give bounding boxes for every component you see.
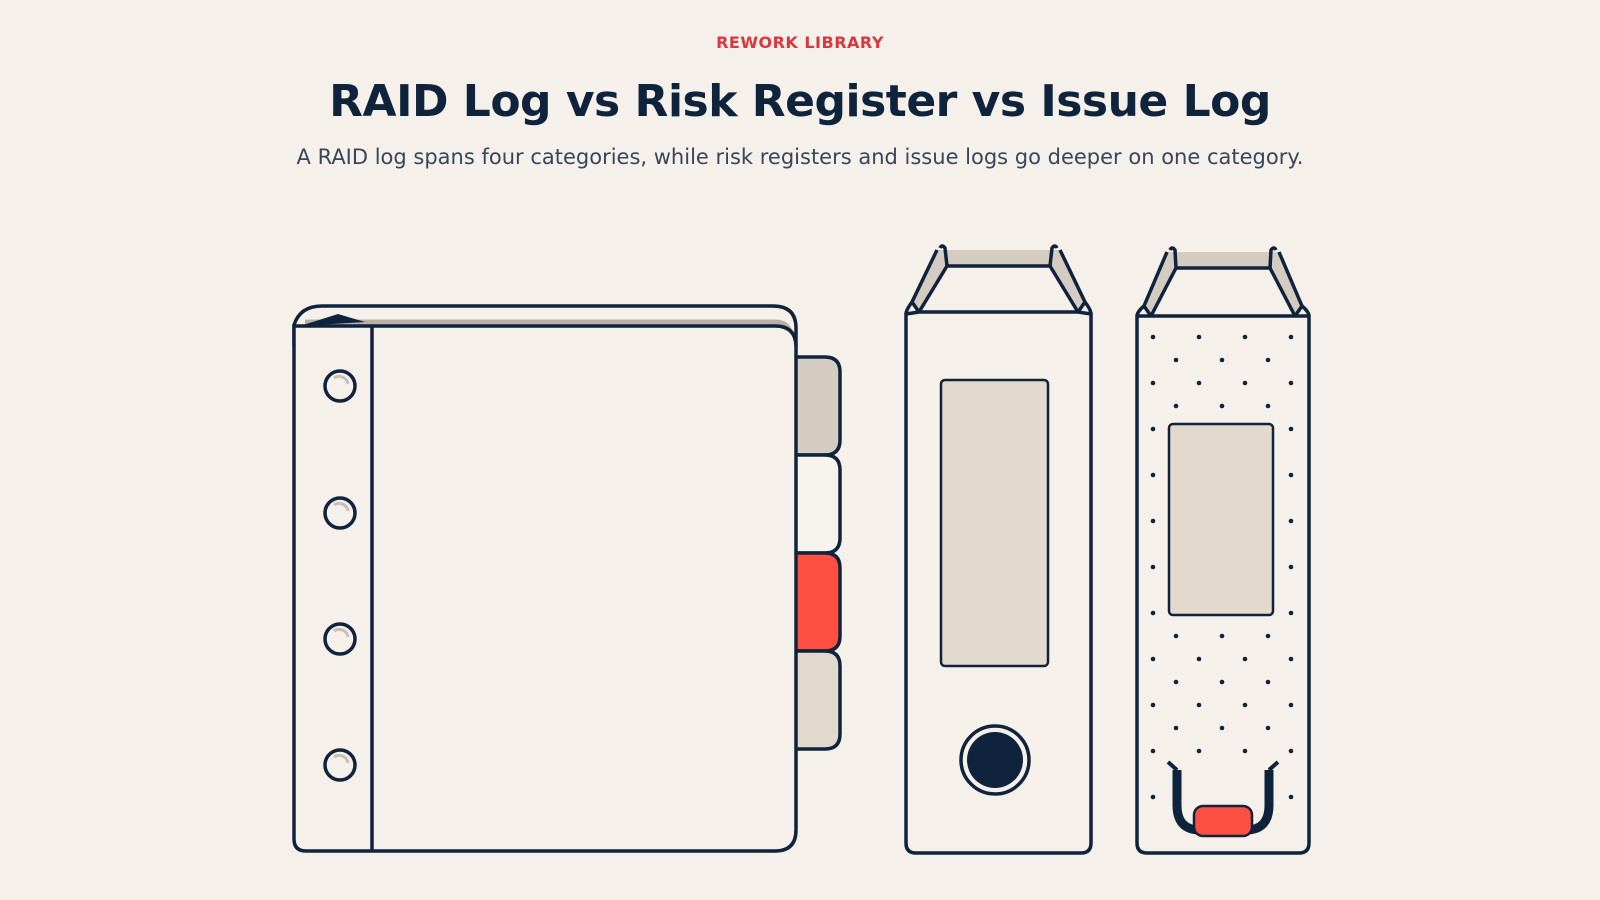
issue-log-binder [1135,246,1311,855]
dot [1288,702,1294,708]
dot [1150,380,1156,386]
issue-log-dot-pattern [1150,334,1294,800]
dot [1219,679,1225,685]
page-title: RAID Log vs Risk Register vs Issue Log [329,76,1271,127]
dot [1196,334,1202,340]
raid-log-binder [292,304,842,853]
dot [1196,656,1202,662]
page-subtitle: A RAID log spans four categories, while … [296,145,1304,169]
binder-rings [323,369,357,782]
dot [1288,472,1294,478]
dot [1219,633,1225,639]
risk-register-binder [904,244,1093,855]
dot [1150,426,1156,432]
dot [1173,725,1179,731]
dot [1219,725,1225,731]
dot [1150,748,1156,754]
dot [1288,518,1294,524]
dot [1196,702,1202,708]
risk-register-label [939,378,1050,668]
dot [1150,656,1156,662]
dot [1196,380,1202,386]
dot [1173,403,1179,409]
dot [1242,748,1248,754]
dot [1150,702,1156,708]
dot [1265,357,1271,363]
dot [1288,334,1294,340]
dot [1242,656,1248,662]
dot [1150,564,1156,570]
dot [1219,403,1225,409]
dot [1288,610,1294,616]
dot [1265,679,1271,685]
dot [1173,357,1179,363]
dot [1242,702,1248,708]
dot [1288,564,1294,570]
dot [1288,748,1294,754]
dot [1265,633,1271,639]
dot [1219,357,1225,363]
dot [1196,748,1202,754]
dot [1288,380,1294,386]
dot [1150,794,1156,800]
issue-log-clip-button [1192,804,1254,838]
dot [1150,334,1156,340]
dot [1173,679,1179,685]
dot [1288,794,1294,800]
dot [1150,472,1156,478]
dot [1150,518,1156,524]
binder-cover [292,324,798,853]
eyebrow-label: REWORK LIBRARY [716,33,884,52]
issue-log-label [1167,422,1275,617]
dot [1288,656,1294,662]
dot [1265,725,1271,731]
dot [1173,633,1179,639]
dot [1242,380,1248,386]
dot [1150,610,1156,616]
dot [1288,426,1294,432]
dot [1265,403,1271,409]
dot [1242,334,1248,340]
